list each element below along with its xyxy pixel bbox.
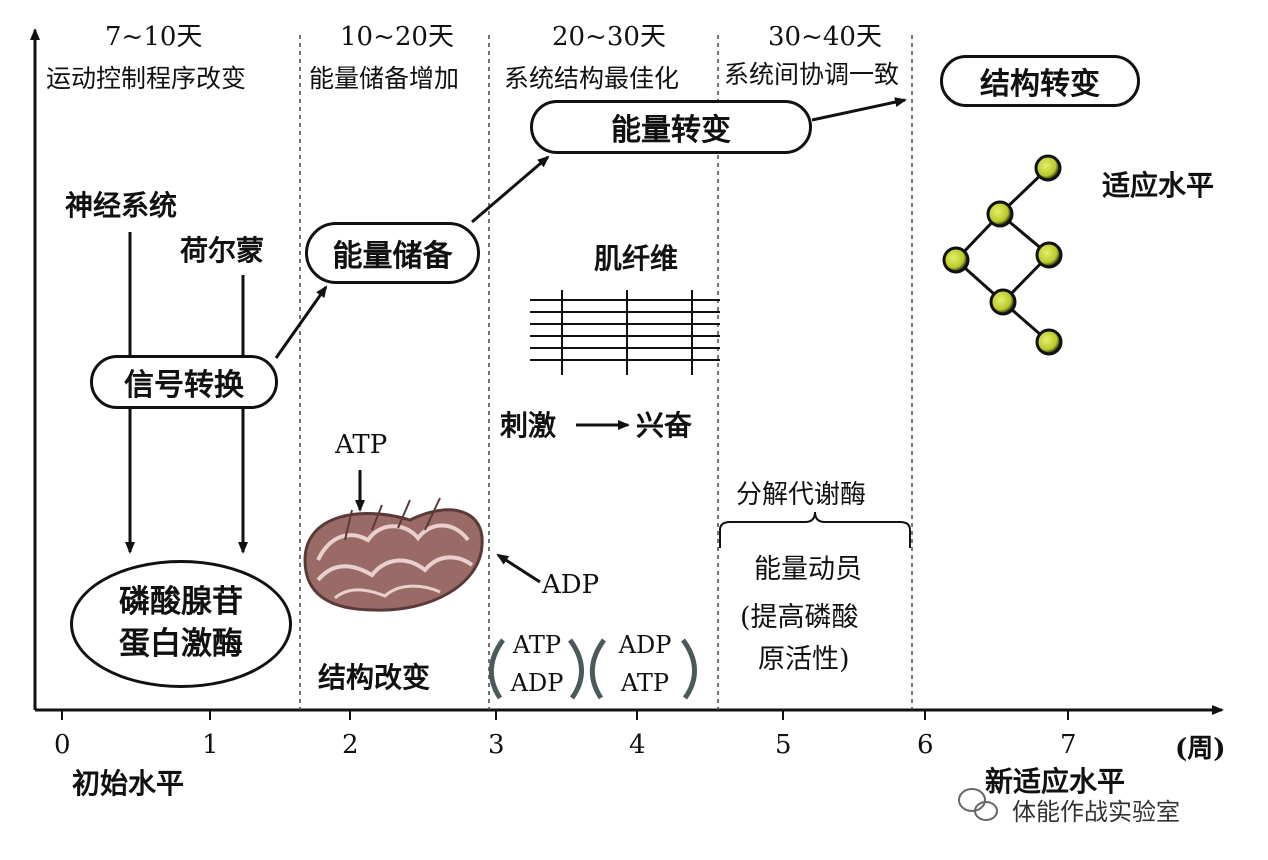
enzyme-node: 磷酸腺苷 蛋白激酶 xyxy=(70,560,292,688)
cycle-arcs xyxy=(488,638,697,700)
phase-4-goal: 系统间协调一致 xyxy=(724,60,900,89)
mobilization-note-1: (提高磷酸 xyxy=(740,602,859,633)
enzyme-line-2: 蛋白激酶 xyxy=(119,626,243,662)
storage-to-transform-arrow xyxy=(471,155,550,224)
x-tick-2: 2 xyxy=(342,730,359,760)
enzyme-line-1: 磷酸腺苷 xyxy=(119,584,243,621)
phase-2-goal: 能量储备增加 xyxy=(309,64,460,93)
initial-level-label: 初始水平 xyxy=(72,767,185,800)
phase-2-range: 10~20天 xyxy=(340,22,454,52)
energy-transform-label: 能量转变 xyxy=(611,113,731,148)
adp-label: ADP xyxy=(542,570,600,600)
watermark-text: 体能作战实验室 xyxy=(1012,798,1180,826)
cycle-2-bottom: ATP xyxy=(620,669,670,698)
phase-4-range: 30~40天 xyxy=(768,22,882,52)
mitochondrion-image xyxy=(303,497,484,612)
x-tick-6: 6 xyxy=(917,730,934,760)
network-node xyxy=(1035,328,1063,356)
x-axis-unit: (周) xyxy=(1175,734,1226,764)
network-node xyxy=(942,246,970,274)
muscle-fiber-label: 肌纤维 xyxy=(594,242,679,275)
atp-adp-cycle-1: ATP ADP xyxy=(504,626,570,703)
energy-storage-node: 能量储备 xyxy=(305,222,480,284)
x-tick-0: 0 xyxy=(54,730,71,760)
x-tick-3: 3 xyxy=(488,730,505,760)
phase-1-range: 7~10天 xyxy=(105,22,203,52)
network-node xyxy=(989,288,1017,316)
energy-storage-label: 能量储备 xyxy=(332,239,453,274)
energy-transform-node: 能量转变 xyxy=(530,100,812,154)
phase-3-goal: 系统结构最佳化 xyxy=(504,64,680,93)
hormone-label: 荷尔蒙 xyxy=(180,234,265,267)
x-tick-1: 1 xyxy=(202,730,219,760)
excitation-label: 兴奋 xyxy=(636,409,693,442)
x-tick-5: 5 xyxy=(775,730,792,760)
new-adaptation-level-label: 新适应水平 xyxy=(985,765,1126,798)
structure-transform-label: 结构转变 xyxy=(980,67,1100,102)
phase-1-goal: 运动控制程序改变 xyxy=(46,64,247,93)
x-tick-7: 7 xyxy=(1060,730,1077,760)
adp-arrow xyxy=(496,553,541,584)
wechat-icon xyxy=(958,788,998,821)
network-node xyxy=(1035,241,1063,269)
muscle-fiber-image xyxy=(530,290,720,375)
network-nodes xyxy=(942,154,1063,356)
phase-3-range: 20~30天 xyxy=(552,22,666,52)
energy-mobilization-label: 能量动员 xyxy=(754,554,862,585)
stimulus-label: 刺激 xyxy=(500,409,557,442)
signal-to-storage-arrow xyxy=(274,285,328,359)
nervous-system-label: 神经系统 xyxy=(65,189,178,222)
structure-transform-node: 结构转变 xyxy=(940,55,1140,107)
adaptation-level-label: 适应水平 xyxy=(1102,169,1215,202)
x-ticks xyxy=(61,710,1069,720)
x-tick-4: 4 xyxy=(629,730,646,760)
atp-adp-cycle-2: ADP ATP xyxy=(610,626,680,703)
mobilization-note-2: 原活性) xyxy=(758,644,850,675)
atp-label: ATP xyxy=(335,430,388,460)
cycle-2-top: ADP xyxy=(618,631,672,659)
structure-change-label: 结构改变 xyxy=(318,661,431,694)
network-node xyxy=(1034,154,1062,182)
signal-conversion-node: 信号转换 xyxy=(90,355,278,409)
transform-to-structure-arrow xyxy=(811,97,907,122)
signal-conversion-label: 信号转换 xyxy=(124,368,244,403)
adaptation-network xyxy=(954,166,1051,344)
network-node xyxy=(986,200,1014,228)
cycle-1-top: ATP xyxy=(512,631,562,659)
cycle-1-bottom: ADP xyxy=(510,669,564,698)
catabolic-enzyme-label: 分解代谢酶 xyxy=(736,480,867,510)
enzyme-brace xyxy=(719,511,911,548)
